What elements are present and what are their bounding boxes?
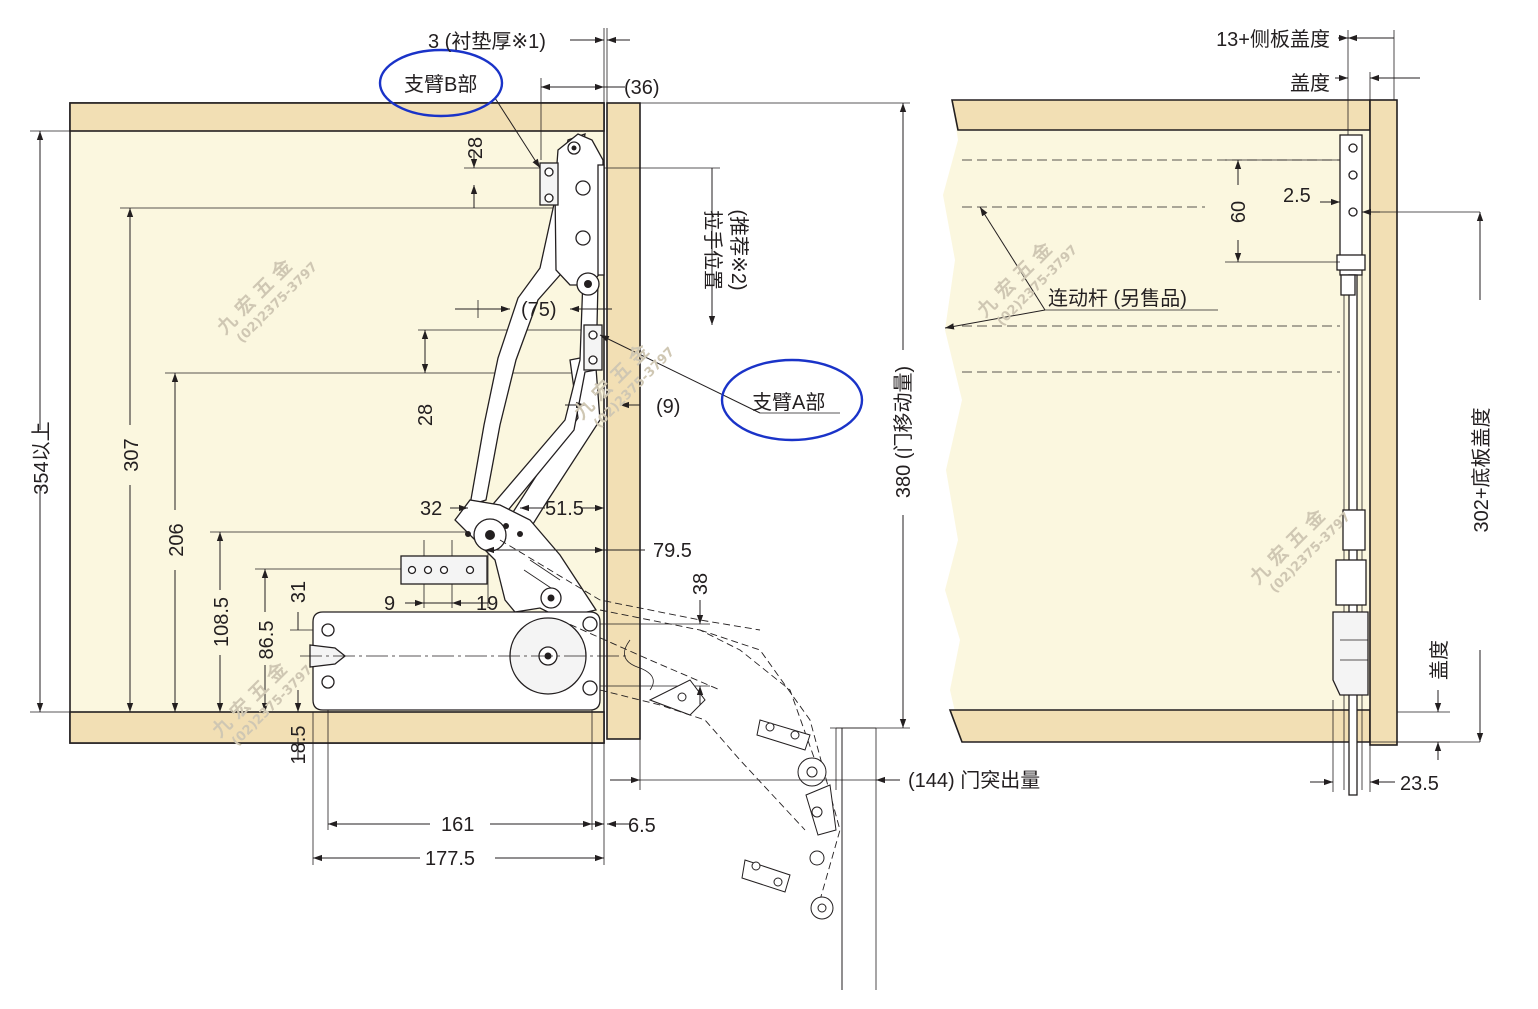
d307-label: 307 <box>121 438 143 471</box>
d38-label: 38 <box>690 573 712 595</box>
link-rod-label: 连动杆 (另售品) <box>1048 287 1187 310</box>
d9-paren-label: (9) <box>656 396 680 418</box>
d28-upper-label: 28 <box>465 137 487 159</box>
left-dimension-lines <box>36 36 907 862</box>
door-travel-label: 380 (门移动量) <box>892 366 915 498</box>
d9-label: 9 <box>384 593 395 615</box>
right-dimension-lines <box>944 30 1484 792</box>
arm-b-label: 支臂B部 <box>404 73 477 96</box>
d6-5-label: 6.5 <box>628 815 656 837</box>
d75-label: (75) <box>521 299 557 321</box>
lift-mechanism <box>300 133 630 711</box>
pad-thickness-label: 3 (衬垫厚※1) <box>428 30 546 53</box>
d86-5-label: 86.5 <box>256 621 278 660</box>
arm-a-callout-ring <box>720 358 864 442</box>
bottom-overlay-label: 302+底板盖度 <box>1470 407 1493 532</box>
d177-5-label: 177.5 <box>425 848 475 870</box>
right-cabinet <box>943 99 1398 746</box>
door-protrusion-label: (144) 门突出量 <box>908 769 1040 792</box>
d161-label: 161 <box>441 814 474 836</box>
offset-36-label: (36) <box>624 77 660 99</box>
d28-lower-label: 28 <box>415 404 437 426</box>
d206-label: 206 <box>166 523 188 556</box>
d108-5-label: 108.5 <box>211 597 233 647</box>
d19-label: 19 <box>476 593 498 615</box>
d31-label: 31 <box>288 581 310 603</box>
side-overlay-label: 13+侧板盖度 <box>1216 28 1330 51</box>
left-labels: 3 (衬垫厚※1) 支臂B部 (36) (75) (9) 32 51.5 79.… <box>30 30 1040 870</box>
arm-b-callout-ring <box>378 48 504 118</box>
d51-5-label: 51.5 <box>545 498 584 520</box>
left-cabinet <box>69 102 641 744</box>
d32-label: 32 <box>420 498 442 520</box>
d18-5-label: 18.5 <box>288 726 310 765</box>
arm-a-label: 支臂A部 <box>752 391 825 414</box>
right-labels: 13+侧板盖度 盖度 2.5 连动杆 (另售品) 23.5 60 302+底板盖… <box>1048 28 1493 795</box>
right-mechanism <box>1332 134 1369 796</box>
overlay-top-label: 盖度 <box>1290 72 1330 95</box>
d2-5-label: 2.5 <box>1283 185 1311 207</box>
open-position-ghost <box>499 539 877 990</box>
door-panel <box>606 102 641 740</box>
d79-5-label: 79.5 <box>653 540 692 562</box>
d60-label: 60 <box>1228 201 1250 223</box>
handle-recommend-label: (推荐※2) <box>727 209 750 290</box>
handle-position-label: 拉手位置 <box>701 210 724 290</box>
overlay-side-label: 盖度 <box>1428 640 1451 680</box>
cabinet-height-label: 354以上 <box>30 421 53 494</box>
d23-5-label: 23.5 <box>1400 773 1439 795</box>
